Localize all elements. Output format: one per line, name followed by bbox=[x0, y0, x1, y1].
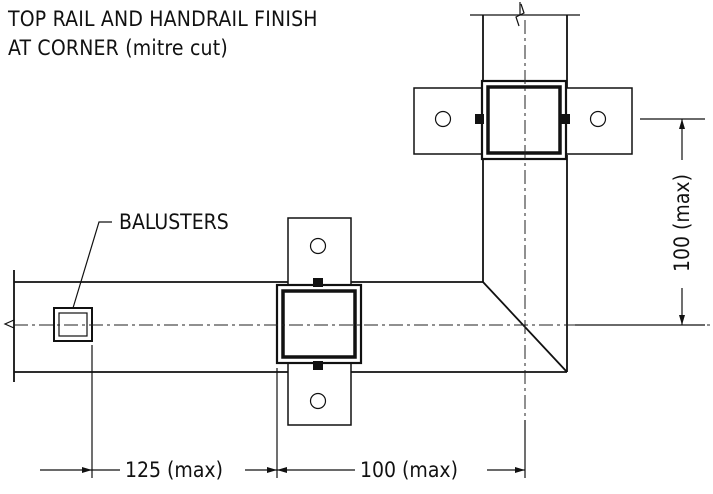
title-line-1: TOP RAIL AND HANDRAIL FINISH bbox=[7, 7, 318, 31]
upper-square-post bbox=[475, 79, 570, 161]
balusters-leader: BALUSTERS bbox=[72, 210, 229, 309]
dimension-125-max-label: 125 (max) bbox=[125, 458, 223, 482]
bolt-hole-icon bbox=[309, 392, 327, 410]
balusters-label: BALUSTERS bbox=[119, 210, 229, 234]
dimension-100-max-vertical-label: 100 (max) bbox=[670, 174, 694, 272]
bolt-hole-icon bbox=[589, 110, 607, 128]
bolt-hole-icon bbox=[309, 237, 327, 255]
middle-square-post bbox=[275, 278, 363, 370]
vertical-dimension: 100 (max) bbox=[575, 118, 705, 326]
dimension-100-max-horizontal-label: 100 (max) bbox=[360, 458, 458, 482]
bolt-hole-icon bbox=[434, 110, 452, 128]
horizontal-dimensions: 125 (max) 100 (max) bbox=[40, 345, 526, 482]
vertical-rail bbox=[470, 2, 580, 372]
horizontal-rail bbox=[3, 270, 567, 382]
title-line-2: AT CORNER (mitre cut) bbox=[8, 36, 228, 60]
